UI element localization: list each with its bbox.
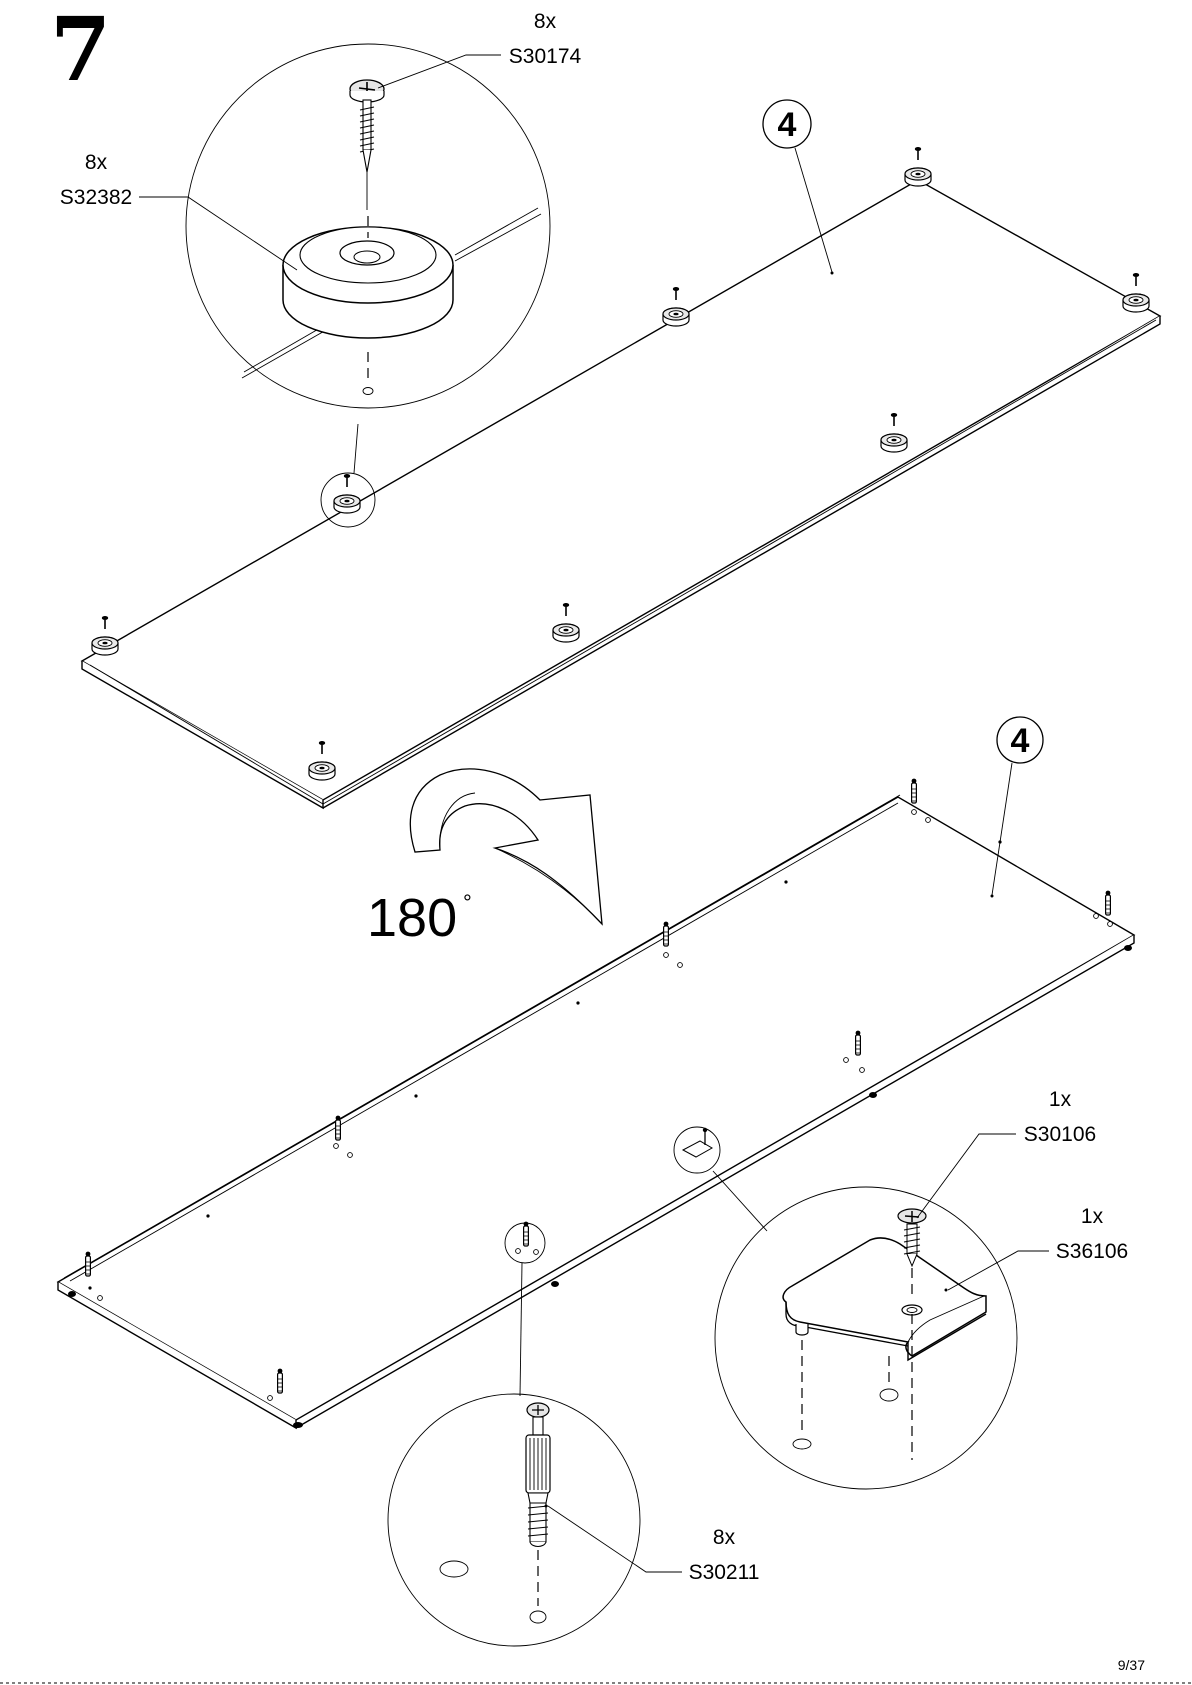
callout-qty: 8x (85, 151, 108, 174)
callout-qty: 8x (713, 1526, 736, 1549)
callout-code: S30211 (689, 1561, 760, 1584)
panel-number-label: 4 (778, 106, 797, 144)
callout-code: S30106 (1024, 1123, 1096, 1146)
wood-screw-icon (350, 80, 384, 210)
callout-foot-pad: 8x S32382 (60, 151, 297, 270)
rotation-angle: 180 (367, 888, 457, 948)
callout-qty: 1x (1049, 1088, 1072, 1111)
callout-bracket: 1x S36106 (948, 1205, 1128, 1290)
callout-code: S36106 (1056, 1240, 1128, 1263)
callout-code: S30174 (509, 45, 582, 68)
top-panel (82, 180, 1160, 808)
cam-dowel-icon (526, 1403, 550, 1623)
panel-number-label: 4 (1011, 722, 1030, 760)
callout-small-screw: 1x S30106 (917, 1088, 1096, 1218)
callout-code: S32382 (60, 186, 132, 209)
step-number: 7 (50, 0, 111, 101)
dowel-detail-view (388, 1394, 640, 1646)
foot-detail-view (186, 44, 550, 408)
callout-qty: 1x (1081, 1205, 1104, 1228)
callout-dowel: 8x S30211 (548, 1506, 759, 1584)
callout-qty: 8x (534, 10, 557, 33)
bracket-detail-view (715, 1187, 1017, 1489)
rotation-unit: ° (463, 890, 472, 915)
page-number: 9/37 (1118, 1657, 1145, 1673)
